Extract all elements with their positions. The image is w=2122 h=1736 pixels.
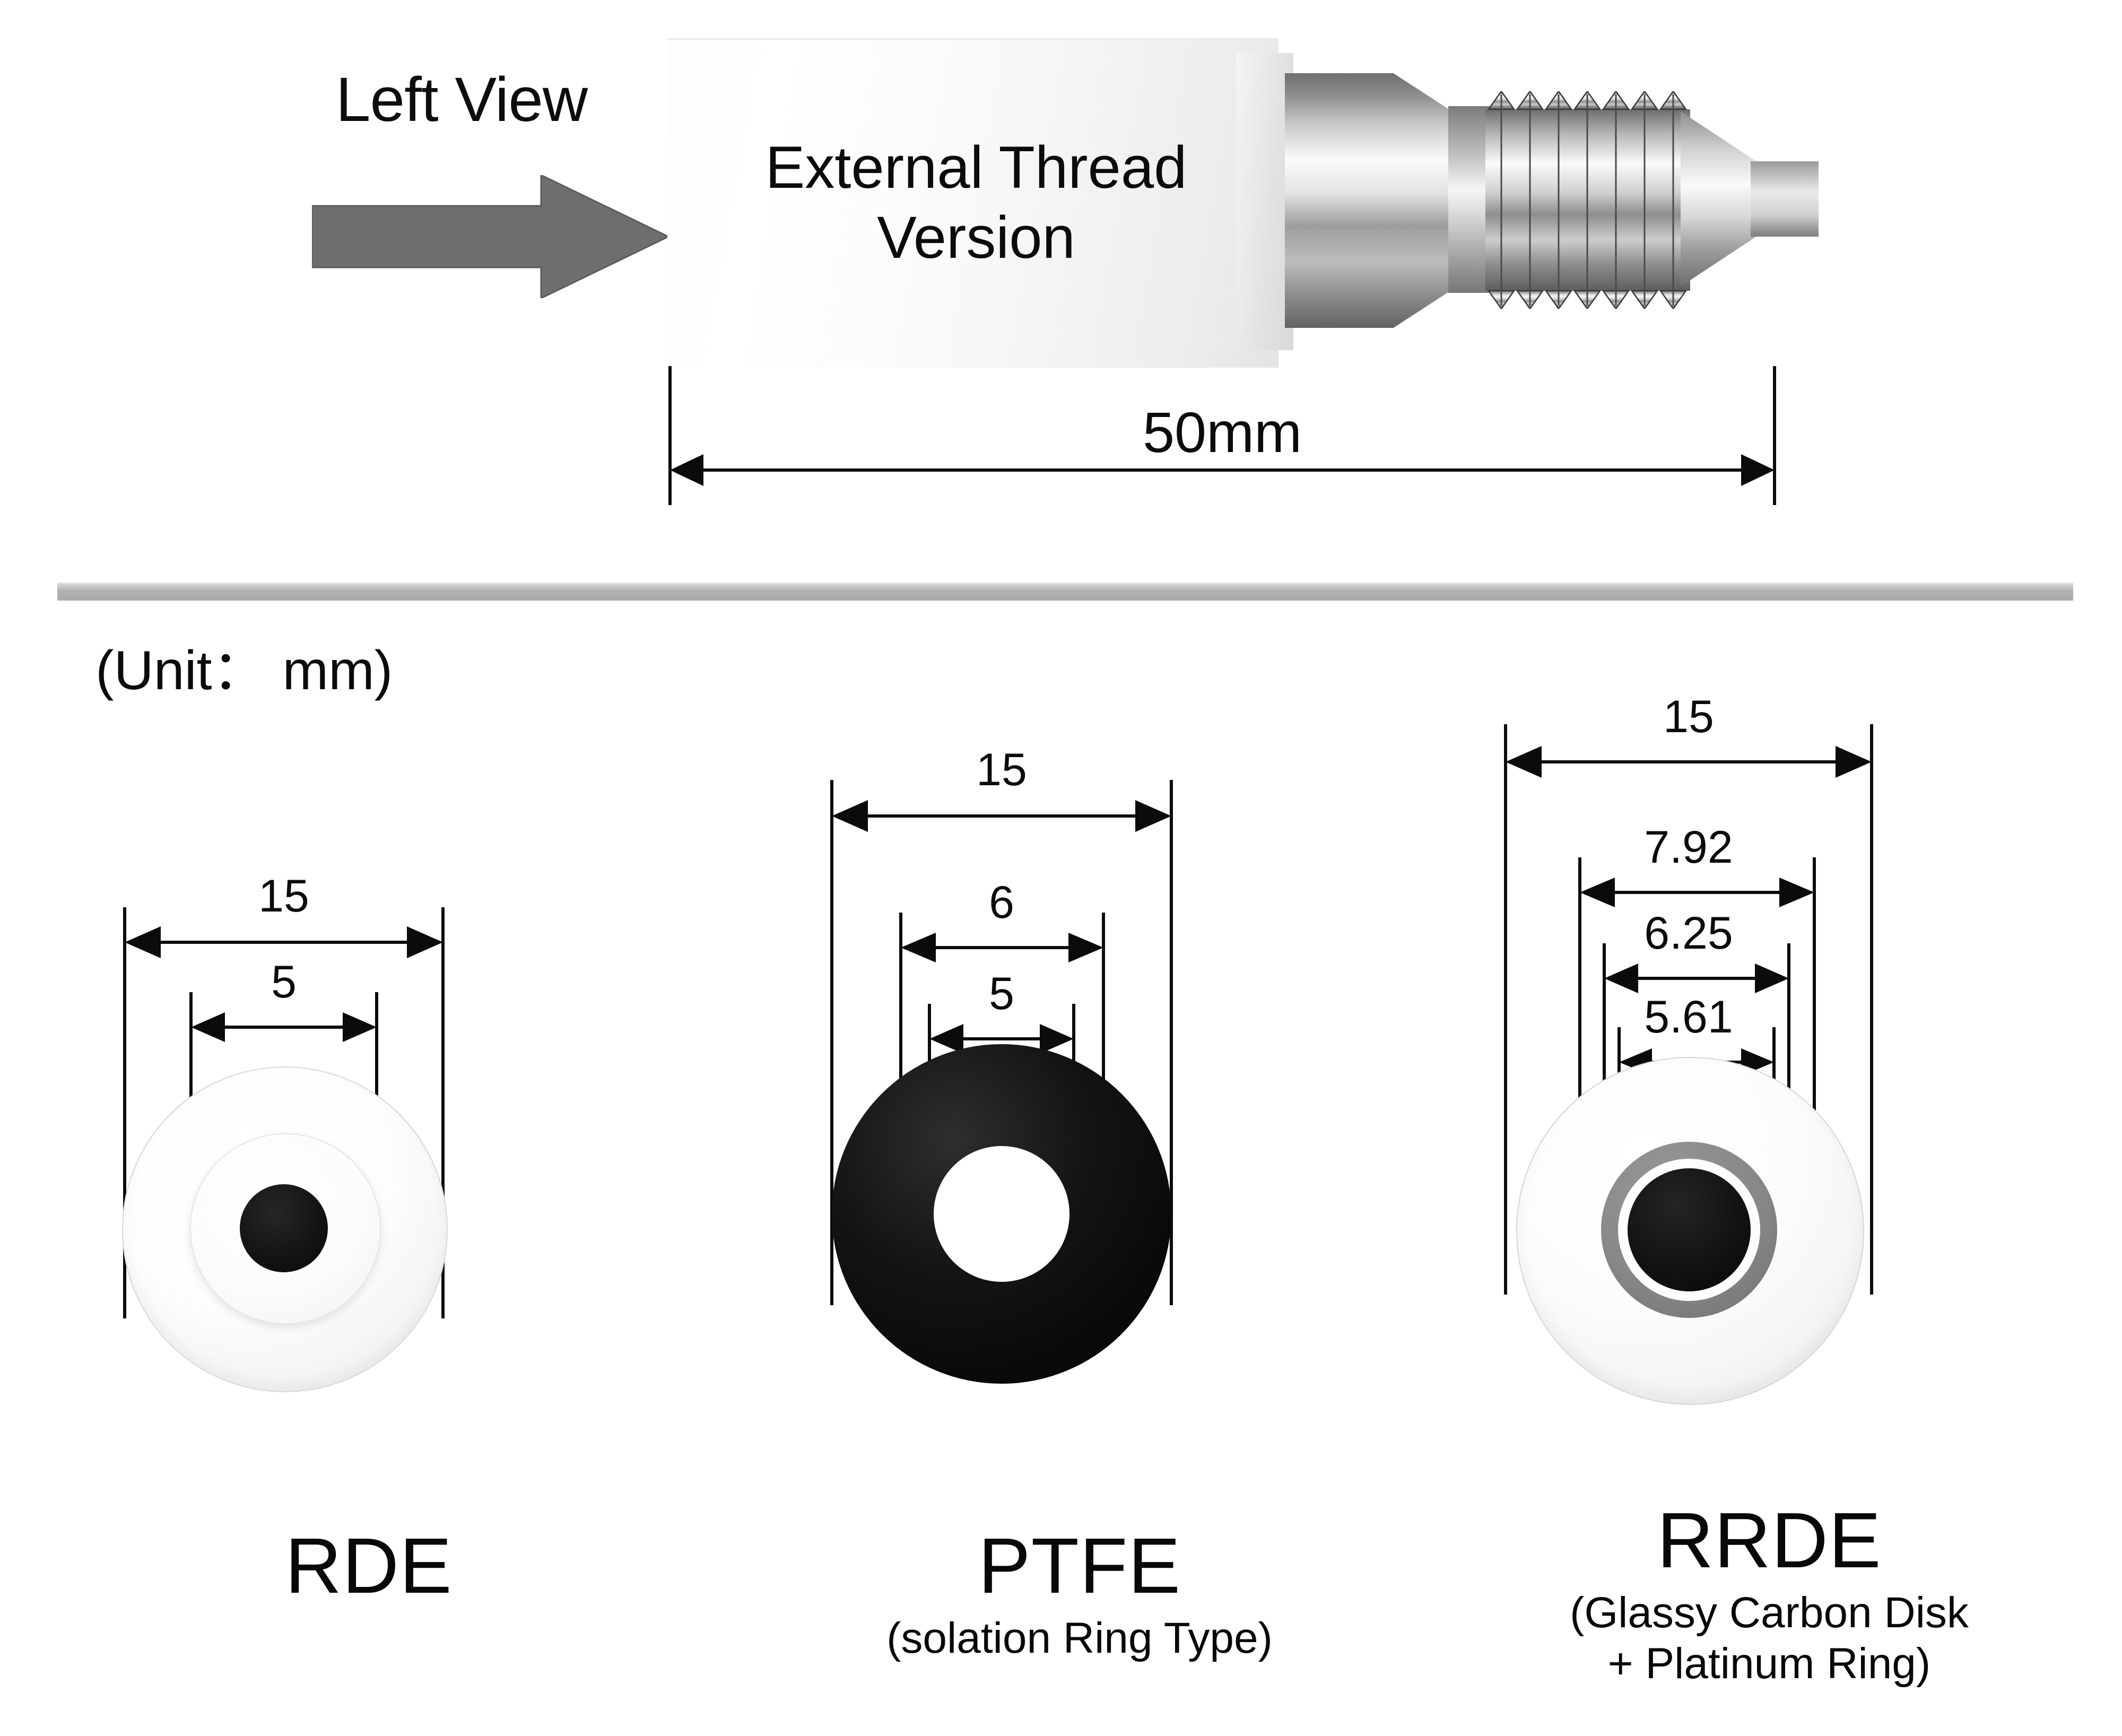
dimension-value: 5 [989,968,1014,1019]
rrde-glassy-carbon-disk [1628,1168,1751,1291]
electrode-panel-rrde: 15 7.92 6.25 5.61 RRDE (Glassy Carbon Di… [1432,691,2106,1719]
caption-rde: RDE [32,1527,706,1605]
electrode-subtitle: (solation Ring Type) [886,1614,1273,1662]
tip-stub [1751,161,1819,237]
electrode-subtitle-line-1: (Glassy Carbon Disk [1570,1589,1969,1637]
section-divider [57,583,2073,601]
length-dimension-line [668,366,1776,505]
electrode-barrel [667,38,1279,368]
rde-inner-collar [190,1133,381,1324]
screw-thread-icon [1485,91,1690,309]
electrode-title: RRDE [1657,1497,1882,1584]
electrode-subtitle-line-2: + Platinum Ring) [1607,1639,1931,1688]
unit-note: (Unit： mm) [95,640,393,701]
dimension-value: 5 [271,957,297,1008]
dimension-value: 6.25 [1644,908,1733,959]
device-title: External Thread Version [690,133,1263,273]
dimension-value: 6 [989,877,1014,928]
caption-ptfe: PTFE (solation Ring Type) [743,1527,1416,1664]
device-title-line-2: Version [877,204,1075,271]
tip-taper [1681,111,1760,287]
metal-shoulder [1285,73,1460,328]
ptfe-center-hole [934,1146,1069,1282]
barrel-cap [1236,53,1293,350]
length-dimension-label: 50mm [1142,400,1302,464]
dimension-group-rrde: 15 7.92 6.25 5.61 [1504,691,1873,1313]
electrode-panel-ptfe: 15 6 5 PTFE (solation Ring Type) [743,732,1416,1719]
left-view-label: Left View [335,65,588,135]
caption-rrde: RRDE (Glassy Carbon Disk + Platinum Ring… [1432,1501,2106,1689]
dimension-value: 5.61 [1644,992,1733,1043]
dimension-value: 15 [1663,691,1714,742]
dimension-value: 15 [976,744,1027,795]
rde-glassy-carbon-disk [240,1184,328,1272]
dimension-value: 15 [258,871,309,922]
electrode-title: RDE [285,1522,453,1610]
electrode-panel-rde: 15 5 RDE [32,732,706,1719]
electrode-title: PTFE [978,1522,1181,1610]
right-arrow-icon [312,175,668,298]
device-title-line-1: External Thread [765,134,1187,201]
dimension-value: 7.92 [1644,822,1733,873]
